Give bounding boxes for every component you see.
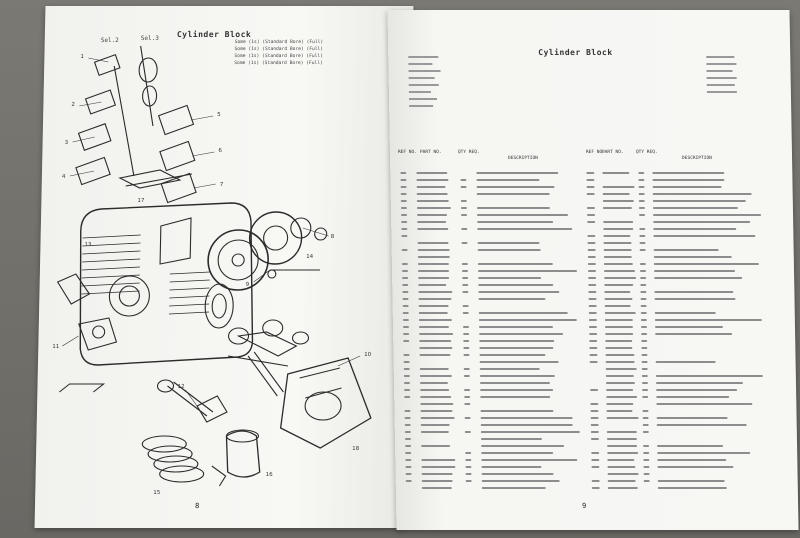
svg-text:17: 17 [137, 198, 145, 204]
table-row [393, 303, 795, 310]
table-row [391, 240, 793, 247]
svg-text:15: 15 [153, 490, 161, 496]
table-row [390, 177, 792, 184]
svg-text:18: 18 [352, 446, 360, 452]
table-row [394, 373, 796, 380]
svg-text:10: 10 [364, 352, 372, 358]
svg-text:5: 5 [217, 112, 221, 118]
table-row [393, 338, 795, 345]
table-row [395, 429, 797, 436]
table-row [393, 345, 795, 352]
svg-text:2: 2 [71, 102, 75, 108]
table-row [390, 170, 792, 177]
table-row [395, 457, 797, 464]
svg-text:4: 4 [62, 174, 66, 180]
left-page: Cylinder Block Some (1s) (Standard Bore)… [34, 6, 414, 528]
svg-text:3: 3 [65, 140, 69, 146]
svg-text:1: 1 [80, 54, 84, 60]
table-row [395, 422, 797, 429]
table-row [394, 408, 796, 415]
svg-text:12: 12 [177, 384, 184, 390]
table-row [393, 331, 795, 338]
table-row [395, 443, 797, 450]
table-row [395, 450, 797, 457]
table-row [395, 464, 797, 471]
table-row [392, 268, 794, 275]
parts-table [390, 170, 798, 500]
table-row [396, 478, 798, 485]
col-header-part-left: PART NO. [419, 150, 442, 155]
svg-text:13: 13 [84, 242, 92, 248]
svg-text:14: 14 [306, 254, 314, 260]
table-row [393, 324, 795, 331]
table-row [394, 401, 796, 408]
table-row [396, 471, 798, 478]
table-row [392, 282, 794, 289]
right-page: Cylinder Block REF NO. PART NO. QTY REQ.… [387, 10, 799, 530]
table-row [392, 247, 794, 254]
col-header-ref-left: REF NO. [397, 150, 417, 155]
table-row [394, 359, 796, 366]
table-row [392, 289, 794, 296]
table-row [391, 233, 793, 240]
table-row [391, 191, 793, 198]
svg-text:11: 11 [52, 344, 59, 350]
table-row [393, 310, 795, 317]
col-header-qty-left: QTY REQ. [457, 150, 480, 155]
svg-text:6: 6 [218, 148, 222, 154]
right-page-number: 9 [582, 502, 587, 510]
svg-text:7: 7 [220, 182, 224, 188]
table-row [392, 275, 794, 282]
svg-text:8: 8 [331, 234, 335, 240]
table-row [392, 296, 794, 303]
table-row [391, 198, 793, 205]
table-row [394, 366, 796, 373]
table-row [391, 226, 793, 233]
col-header-desc-right: DESCRIPTION [682, 156, 712, 161]
table-row [391, 212, 793, 219]
right-page-header-blocks [408, 56, 737, 107]
table-row [394, 394, 796, 401]
table-row [395, 415, 797, 422]
left-page-number: 8 [194, 502, 200, 510]
table-row [396, 485, 798, 492]
table-row [392, 261, 794, 268]
table-row [394, 380, 796, 387]
table-row [393, 352, 795, 359]
svg-text:16: 16 [266, 472, 274, 478]
table-row [393, 317, 795, 324]
col-header-desc-left: DESCRIPTION [508, 156, 538, 161]
table-row [391, 219, 793, 226]
table-row [390, 184, 792, 191]
table-row [394, 387, 796, 394]
svg-text:9: 9 [246, 282, 250, 288]
col-header-part-right: PART NO. [601, 150, 624, 155]
table-row [395, 436, 797, 443]
table-row [391, 205, 793, 212]
col-header-qty-right: QTY REQ. [635, 150, 658, 155]
table-row [392, 254, 794, 261]
